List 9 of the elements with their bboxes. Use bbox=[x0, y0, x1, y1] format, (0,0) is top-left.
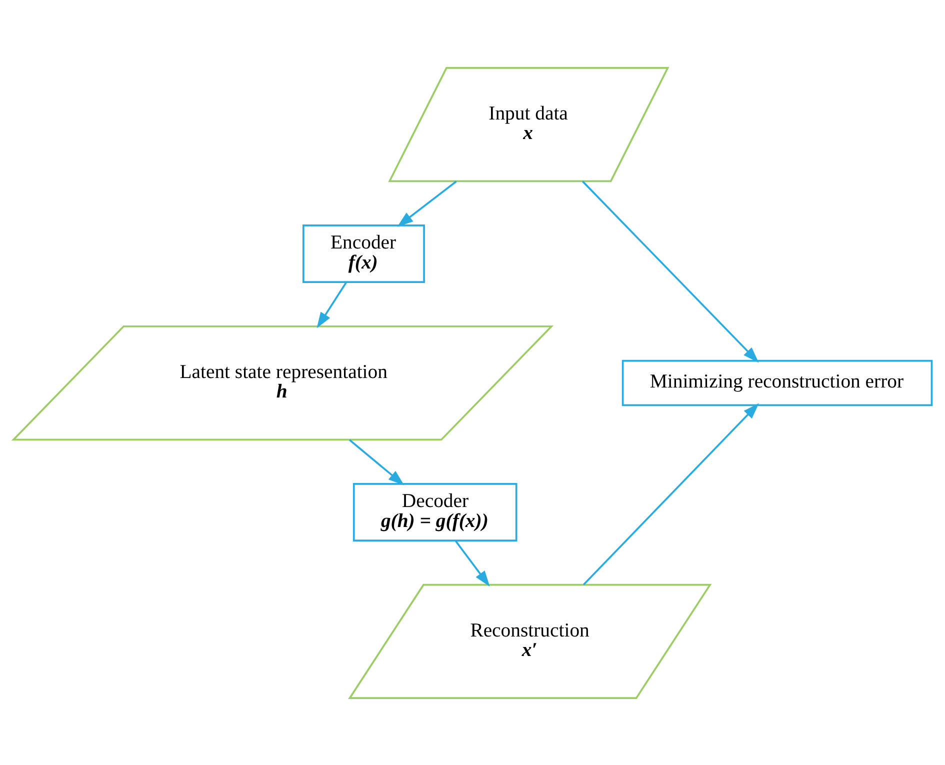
arrow bbox=[454, 540, 490, 586]
arrow bbox=[582, 402, 759, 585]
node-box: Encoder f(x) bbox=[302, 224, 425, 282]
node-box: Decoder g(h) = g(f(x)) bbox=[352, 482, 518, 541]
arrow bbox=[397, 180, 457, 226]
arrow bbox=[316, 281, 348, 328]
arrow bbox=[348, 438, 404, 485]
node-box: Minimizing reconstruction error bbox=[622, 359, 933, 406]
arrow bbox=[582, 180, 759, 362]
